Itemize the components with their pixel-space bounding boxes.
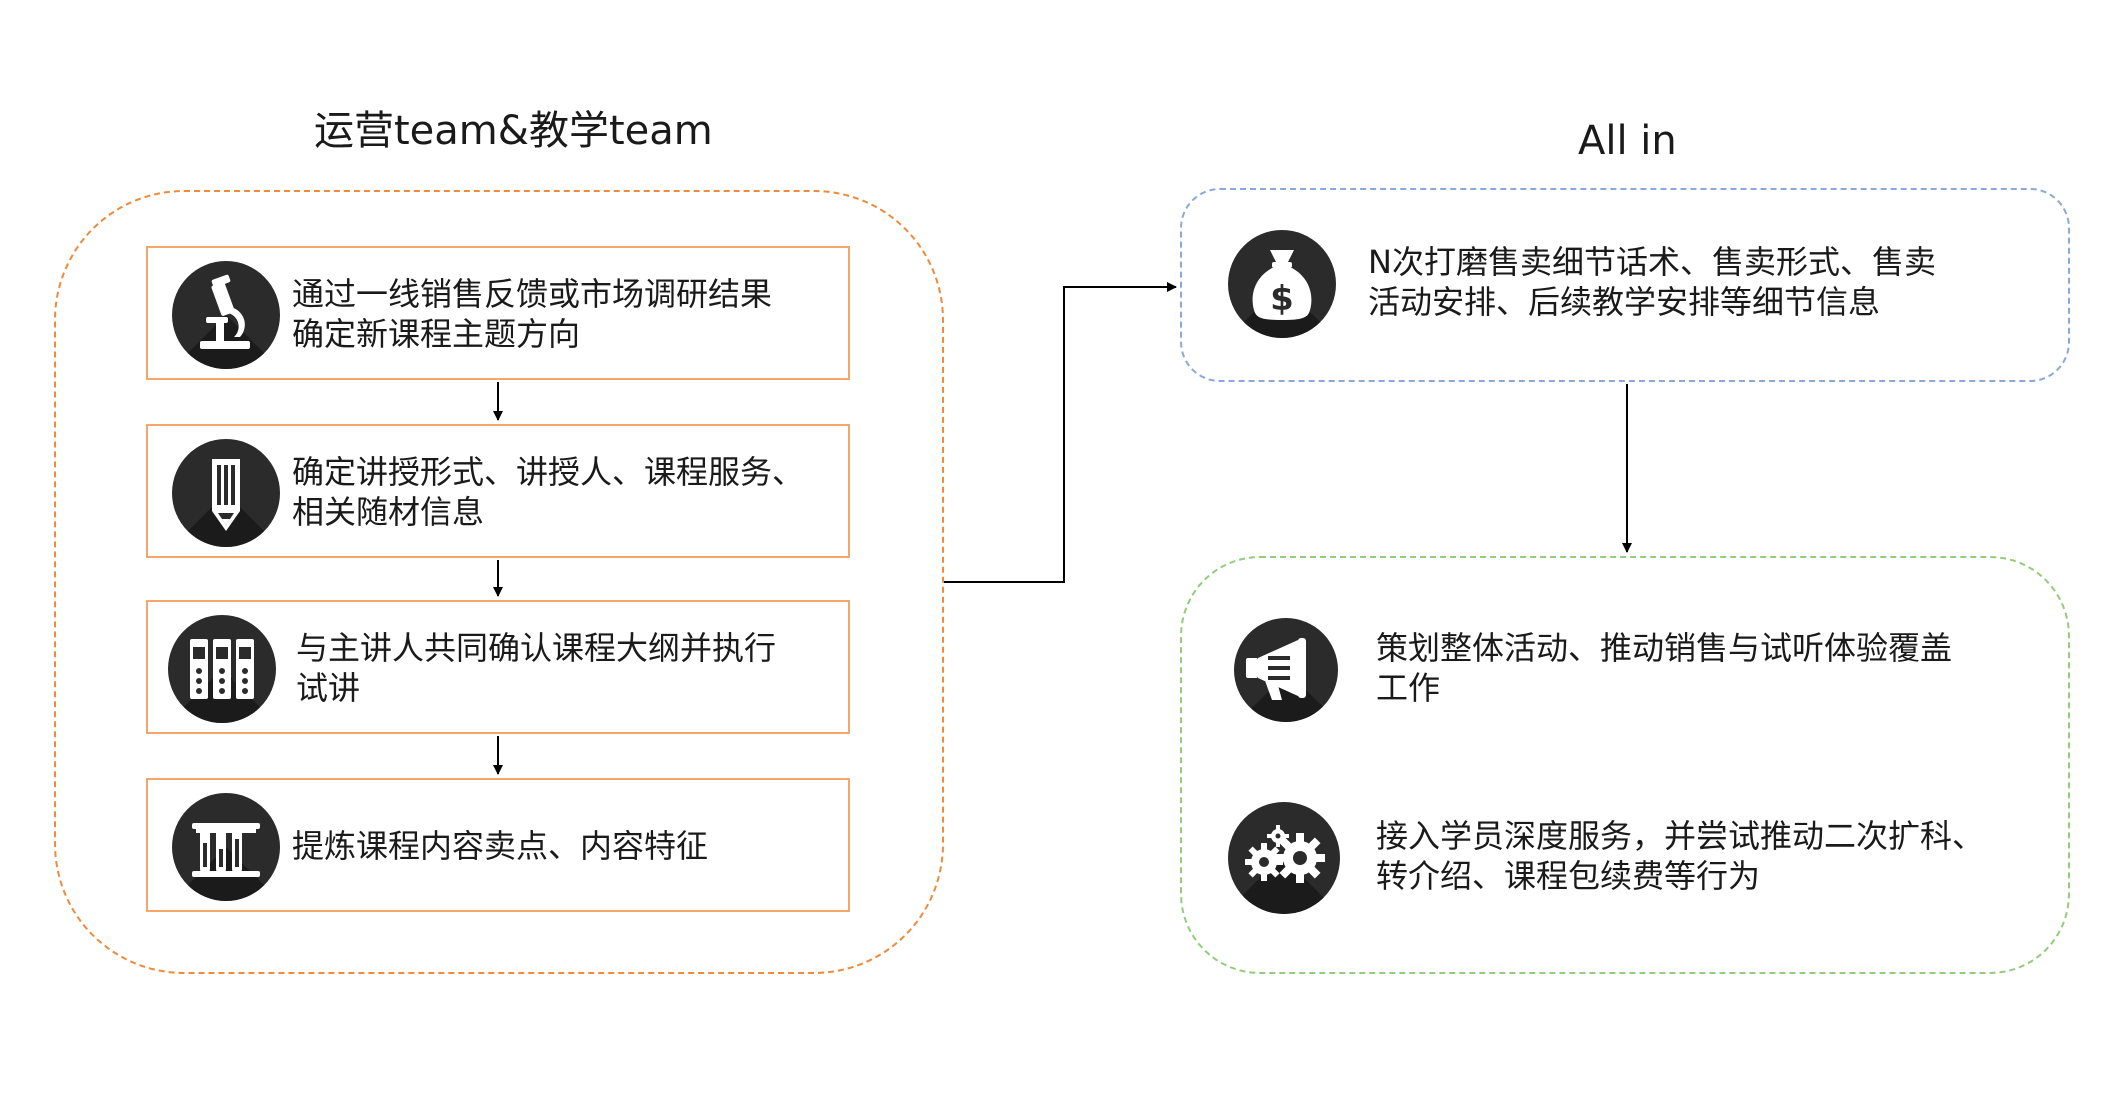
- step-2-line-1: 确定讲授形式、讲授人、课程服务、: [292, 453, 805, 491]
- step-box-3: 与主讲人共同确认课程大纲并执行 试讲: [146, 600, 850, 734]
- gears-icon: [1228, 802, 1340, 914]
- left-group-title: 运营team&教学team: [314, 108, 713, 154]
- step-1-line-2: 确定新课程主题方向: [292, 315, 581, 353]
- step-3-line-2: 试讲: [296, 669, 361, 707]
- bottom-item-2-line-2: 转介绍、课程包续费等行为: [1376, 857, 1761, 895]
- top-box-line-2: 活动安排、后续教学安排等细节信息: [1368, 283, 1881, 321]
- microscope-icon: [172, 261, 280, 369]
- step-2-line-2: 相关随材信息: [292, 493, 485, 531]
- pencil-icon: [172, 439, 280, 547]
- svg-text:$: $: [1270, 279, 1294, 319]
- arrow-left-to-right: [944, 282, 1177, 583]
- left-group-container: [54, 190, 944, 974]
- bottom-item-1-line-1: 策划整体活动、推动销售与试听体验覆盖: [1376, 629, 1953, 667]
- step-box-4: 提炼课程内容卖点、内容特征: [146, 778, 850, 912]
- top-box-line-1: N次打磨售卖细节话术、售卖形式、售卖: [1368, 243, 1936, 281]
- bottom-item-1-line-2: 工作: [1376, 669, 1441, 707]
- step-box-2: 确定讲授形式、讲授人、课程服务、 相关随材信息: [146, 424, 850, 558]
- megaphone-icon: [1234, 618, 1338, 722]
- test-tubes-icon: [172, 793, 280, 901]
- step-1-line-1: 通过一线销售反馈或市场调研结果: [292, 275, 773, 313]
- right-top-box: $ N次打磨售卖细节话术、售卖形式、售卖 活动安排、后续教学安排等细节信息: [1180, 188, 2070, 382]
- bottom-item-2-line-1: 接入学员深度服务，并尝试推动二次扩科、: [1376, 817, 1985, 855]
- step-3-line-1: 与主讲人共同确认课程大纲并执行: [296, 629, 777, 667]
- step-4-line-1: 提炼课程内容卖点、内容特征: [292, 827, 709, 865]
- money-bag-icon: $: [1228, 230, 1336, 338]
- right-bottom-box: 策划整体活动、推动销售与试听体验覆盖 工作: [1180, 556, 2070, 974]
- binders-icon: [168, 615, 276, 723]
- right-group-title: All in: [1578, 118, 1677, 164]
- step-box-1: 通过一线销售反馈或市场调研结果 确定新课程主题方向: [146, 246, 850, 380]
